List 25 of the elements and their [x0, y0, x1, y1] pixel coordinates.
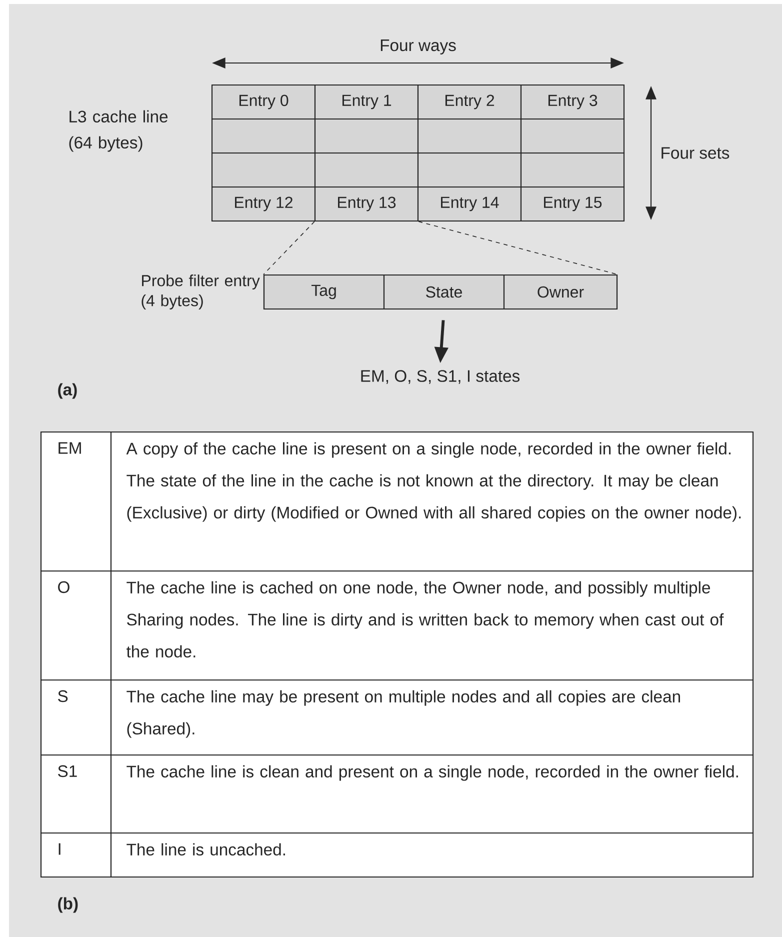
entry-cell: Entry 14 [417, 186, 522, 222]
table-cell: O [40, 570, 112, 681]
node-label: Probe filter entry (4 bytes) [142, 274, 260, 310]
panel-label: (a) [58, 383, 77, 399]
dimension-label: Four sets [662, 147, 730, 159]
entry-cell: Entry 3 [520, 84, 625, 120]
leader-line [263, 221, 315, 275]
table-cell: S1 [40, 754, 112, 834]
table-cell: S [40, 679, 112, 756]
state-text: EM, O, S, S1, I states [361, 370, 520, 384]
table-cell: EM [40, 431, 112, 572]
part-label: L3 cache line (64 bytes) [69, 110, 168, 152]
entry-cell: Entry 12 [211, 186, 316, 222]
entry-cell: Entry 0 [211, 84, 316, 120]
entry-cell: Entry 13 [314, 186, 419, 222]
leader-line [418, 221, 618, 275]
entry-cell: Entry 1 [314, 84, 419, 120]
entry-cell: Entry 15 [520, 186, 625, 222]
table-cell: I [40, 832, 112, 878]
field-cell: State [383, 274, 505, 310]
panel-label: (b) [58, 897, 78, 913]
dimension-label: Four ways [380, 40, 456, 54]
field-cell: Owner [503, 274, 618, 310]
field-cell: Tag [263, 274, 385, 310]
entry-cell: Entry 2 [417, 84, 522, 120]
